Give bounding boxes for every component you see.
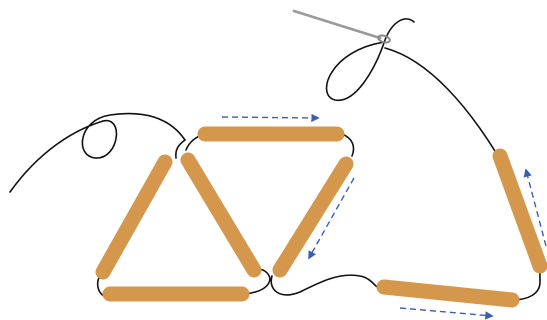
- direction-arrow-top: [221, 113, 320, 123]
- bugle-bead-1: [95, 154, 173, 280]
- direction-arrow-diagonal: [308, 177, 355, 260]
- thread-left-triangle: [175, 139, 186, 159]
- thread-bottom-middle: [270, 274, 383, 296]
- beads: [95, 126, 547, 308]
- bugle-bead-5: [272, 156, 354, 278]
- thread: [9, 18, 541, 301]
- sewing-needle-icon: [292, 9, 391, 44]
- bugle-bead-6: [376, 279, 520, 308]
- direction-arrow-right: [523, 168, 547, 247]
- thread-needle-loop: [325, 18, 415, 101]
- bugle-bead-2: [180, 152, 262, 278]
- bugle-bead-7: [492, 148, 547, 274]
- thread-left-tail: [9, 112, 186, 193]
- direction-arrow-bottom: [399, 307, 494, 320]
- thread-right-rise: [384, 47, 499, 157]
- direction-arrows: [221, 113, 547, 320]
- thread-center-join: [244, 268, 271, 295]
